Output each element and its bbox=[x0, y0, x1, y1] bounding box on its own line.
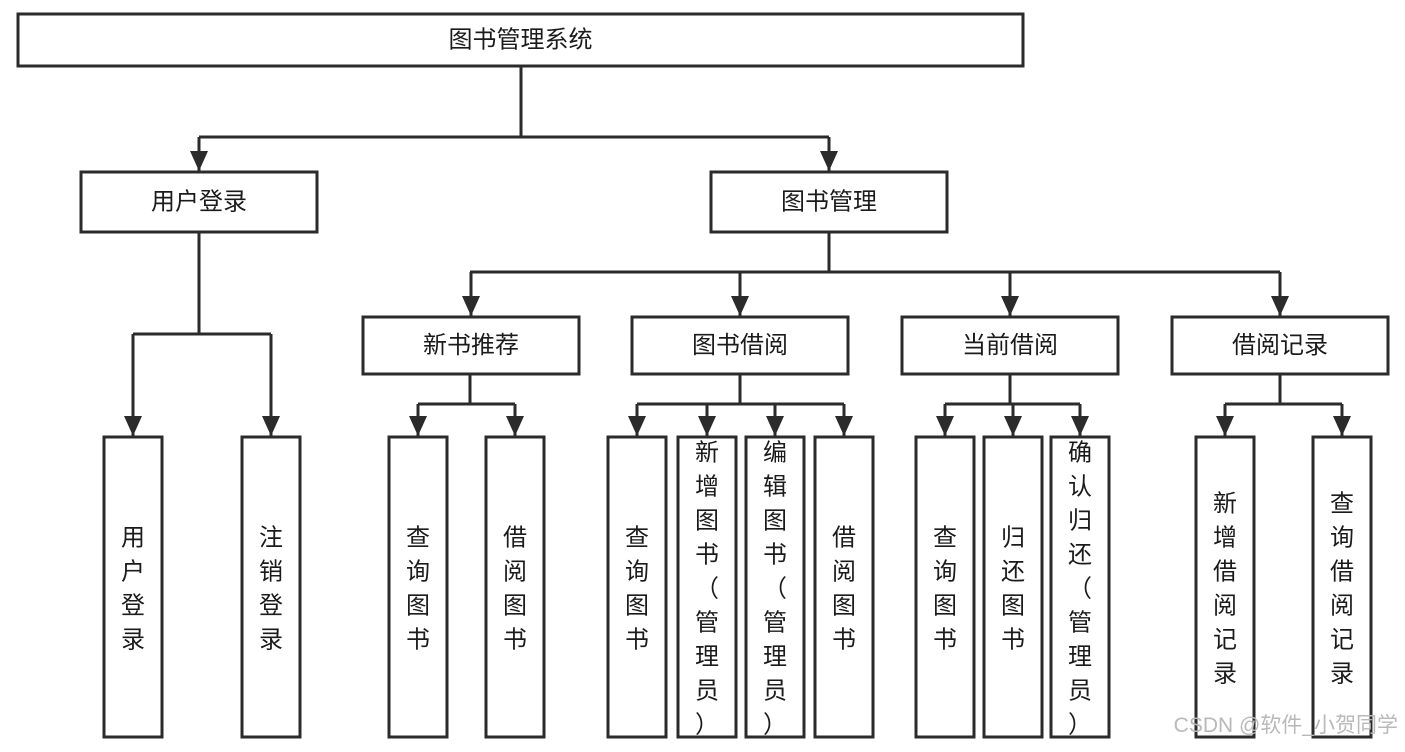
node-root[interactable]: 图书管理系统 bbox=[16, 12, 1025, 68]
node-borrow-record[interactable]: 借阅记录 bbox=[1170, 315, 1390, 376]
arrow-head-icon bbox=[1333, 416, 1351, 436]
node-box-leaf-borrow-book-1[interactable] bbox=[484, 435, 546, 739]
arrow-head-icon bbox=[731, 296, 749, 316]
node-new-book-recommend[interactable]: 新书推荐 bbox=[361, 315, 581, 376]
node-box-leaf-edit-book-admin[interactable] bbox=[744, 435, 806, 739]
arrow-head-icon bbox=[766, 416, 784, 436]
arrow-head-icon bbox=[409, 416, 427, 436]
node-current-borrow[interactable]: 当前借阅 bbox=[900, 315, 1120, 376]
arrow-head-icon bbox=[936, 416, 954, 436]
node-leaf-add-borrow-record[interactable]: 新增借阅记录 bbox=[1194, 435, 1256, 739]
node-box-new-book-recommend[interactable] bbox=[361, 315, 581, 376]
node-label-leaf-confirm-return-admin: 确认归还（管理员） bbox=[1068, 440, 1092, 739]
node-layer: 图书管理系统用户登录图书管理新书推荐图书借阅当前借阅借阅记录用户登录注销登录查询… bbox=[16, 12, 1390, 739]
node-label-book-borrow: 图书借阅 bbox=[692, 332, 788, 359]
node-leaf-query-book-3[interactable]: 查询图书 bbox=[914, 435, 976, 739]
node-leaf-query-book-1[interactable]: 查询图书 bbox=[387, 435, 449, 739]
arrow-head-icon bbox=[1001, 296, 1019, 316]
node-user-login[interactable]: 用户登录 bbox=[79, 170, 319, 234]
arrow-head-icon bbox=[628, 416, 646, 436]
node-label-book-management: 图书管理 bbox=[781, 188, 877, 215]
connector-layer bbox=[124, 66, 1351, 436]
node-label-leaf-user-login: 用户登录 bbox=[121, 525, 145, 654]
arrow-head-icon bbox=[1004, 416, 1022, 436]
arrow-head-icon bbox=[190, 151, 208, 171]
arrow-head-icon bbox=[262, 416, 280, 436]
node-leaf-query-book-2[interactable]: 查询图书 bbox=[606, 435, 668, 739]
node-box-leaf-return-book[interactable] bbox=[982, 435, 1044, 739]
node-label-leaf-edit-book-admin: 编辑图书（管理员） bbox=[763, 440, 787, 739]
node-label-current-borrow: 当前借阅 bbox=[962, 332, 1058, 359]
node-label-user-login: 用户登录 bbox=[151, 188, 247, 215]
arrow-head-icon bbox=[1271, 296, 1289, 316]
node-box-leaf-confirm-return-admin[interactable] bbox=[1049, 435, 1111, 739]
node-label-root: 图书管理系统 bbox=[449, 26, 593, 53]
node-box-root[interactable] bbox=[16, 12, 1025, 68]
node-box-book-management[interactable] bbox=[709, 170, 949, 234]
arrow-head-icon bbox=[835, 416, 853, 436]
node-box-leaf-add-book-admin[interactable] bbox=[676, 435, 738, 739]
node-label-leaf-borrow-book-2: 借阅图书 bbox=[832, 525, 856, 654]
node-book-management[interactable]: 图书管理 bbox=[709, 170, 949, 234]
node-leaf-borrow-book-2[interactable]: 借阅图书 bbox=[813, 435, 875, 739]
node-box-user-login[interactable] bbox=[79, 170, 319, 234]
node-leaf-user-login[interactable]: 用户登录 bbox=[102, 435, 164, 739]
node-leaf-query-borrow-record[interactable]: 查询借阅记录 bbox=[1311, 435, 1373, 739]
node-label-leaf-query-book-3: 查询图书 bbox=[933, 525, 957, 654]
node-label-leaf-return-book: 归还图书 bbox=[1001, 525, 1025, 654]
arrow-head-icon bbox=[124, 416, 142, 436]
node-label-new-book-recommend: 新书推荐 bbox=[423, 332, 519, 359]
node-label-leaf-query-book-2: 查询图书 bbox=[625, 525, 649, 654]
arrow-head-icon bbox=[462, 296, 480, 316]
node-box-current-borrow[interactable] bbox=[900, 315, 1120, 376]
node-book-borrow[interactable]: 图书借阅 bbox=[630, 315, 850, 376]
node-leaf-add-book-admin[interactable]: 新增图书（管理员） bbox=[676, 435, 738, 739]
arrow-head-icon bbox=[1216, 416, 1234, 436]
node-box-leaf-query-borrow-record[interactable] bbox=[1311, 435, 1373, 739]
arrow-head-icon bbox=[820, 151, 838, 171]
arrow-head-icon bbox=[698, 416, 716, 436]
node-label-leaf-query-book-1: 查询图书 bbox=[406, 525, 430, 654]
node-leaf-edit-book-admin[interactable]: 编辑图书（管理员） bbox=[744, 435, 806, 739]
node-box-leaf-query-book-3[interactable] bbox=[914, 435, 976, 739]
node-box-book-borrow[interactable] bbox=[630, 315, 850, 376]
node-box-borrow-record[interactable] bbox=[1170, 315, 1390, 376]
node-leaf-return-book[interactable]: 归还图书 bbox=[982, 435, 1044, 739]
node-label-leaf-query-borrow-record: 查询借阅记录 bbox=[1330, 491, 1354, 688]
node-leaf-borrow-book-1[interactable]: 借阅图书 bbox=[484, 435, 546, 739]
node-label-leaf-add-book-admin: 新增图书（管理员） bbox=[695, 440, 719, 739]
node-box-leaf-query-book-1[interactable] bbox=[387, 435, 449, 739]
node-box-leaf-user-login[interactable] bbox=[102, 435, 164, 739]
node-box-leaf-query-book-2[interactable] bbox=[606, 435, 668, 739]
node-box-leaf-add-borrow-record[interactable] bbox=[1194, 435, 1256, 739]
node-label-leaf-add-borrow-record: 新增借阅记录 bbox=[1213, 491, 1237, 688]
node-box-leaf-user-logout[interactable] bbox=[240, 435, 302, 739]
node-label-borrow-record: 借阅记录 bbox=[1232, 332, 1328, 359]
node-leaf-confirm-return-admin[interactable]: 确认归还（管理员） bbox=[1049, 435, 1111, 739]
node-leaf-user-logout[interactable]: 注销登录 bbox=[240, 435, 302, 739]
csdn-watermark: CSDN @软件_小贺同学 bbox=[1174, 714, 1398, 737]
arrow-head-icon bbox=[1071, 416, 1089, 436]
arrow-head-icon bbox=[506, 416, 524, 436]
node-label-leaf-user-logout: 注销登录 bbox=[259, 525, 283, 654]
node-box-leaf-borrow-book-2[interactable] bbox=[813, 435, 875, 739]
node-label-leaf-borrow-book-1: 借阅图书 bbox=[503, 525, 527, 654]
